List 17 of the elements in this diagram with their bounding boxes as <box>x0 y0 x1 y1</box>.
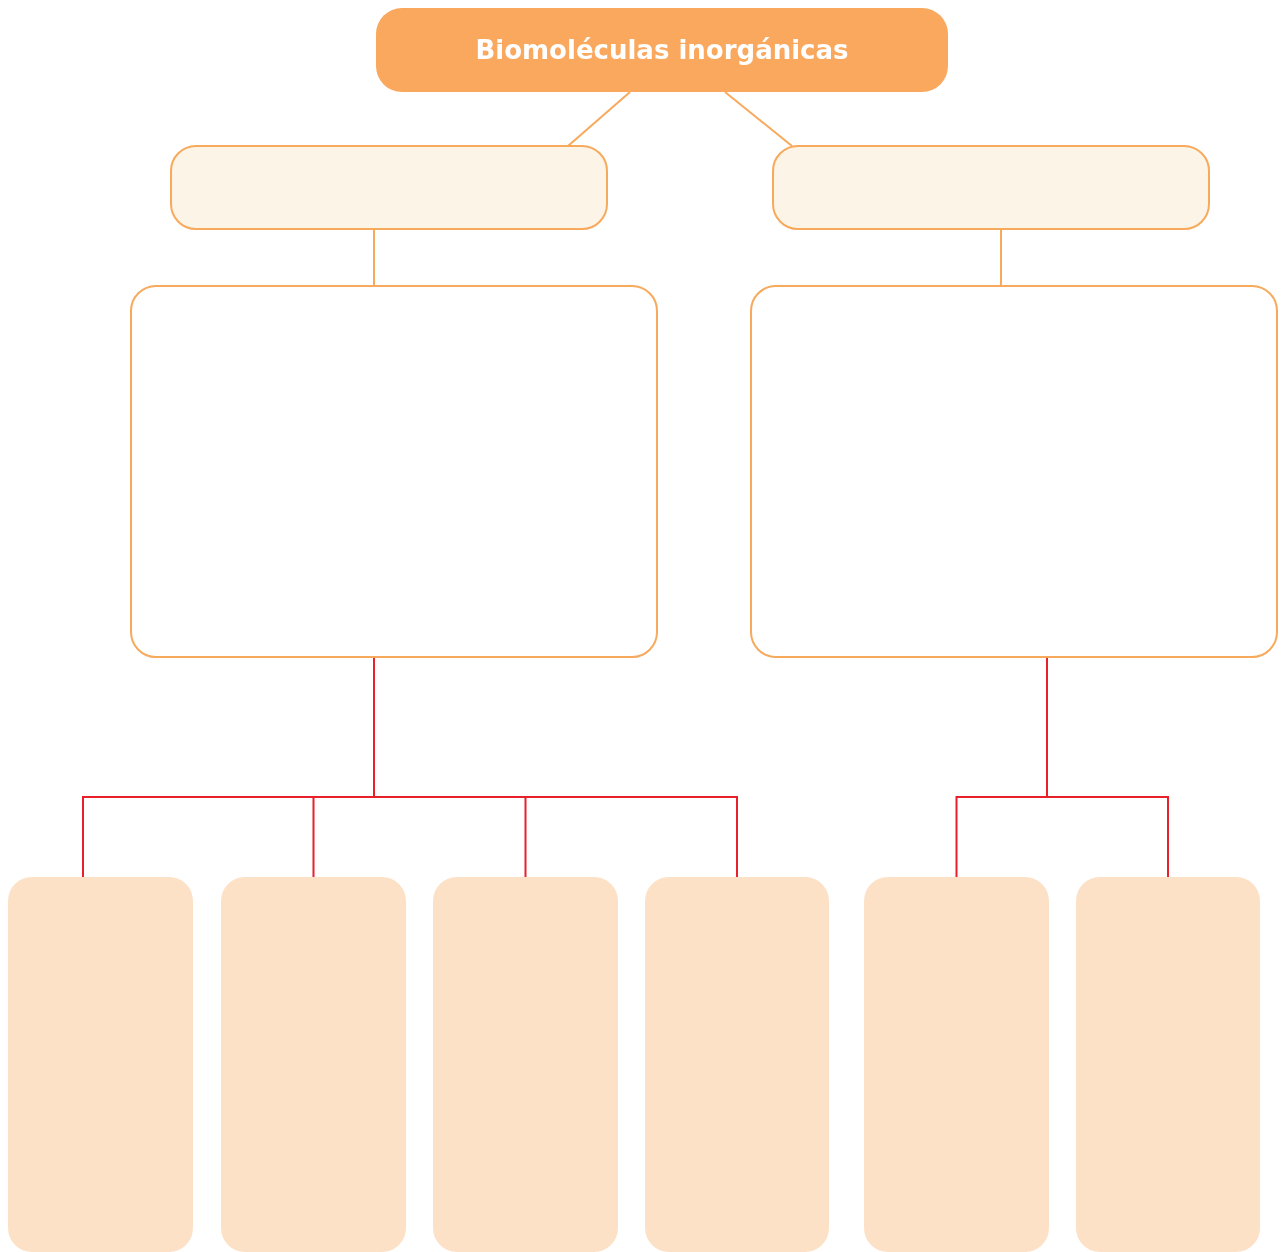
connector-line <box>373 229 375 286</box>
connector-line <box>1000 229 1002 286</box>
empty-card <box>221 877 406 1252</box>
empty-card <box>645 877 829 1252</box>
title-text: Biomoléculas inorgánicas <box>475 35 849 65</box>
empty-card <box>433 877 618 1252</box>
empty-box <box>750 285 1278 658</box>
empty-box <box>130 285 658 658</box>
empty-card <box>1076 877 1260 1252</box>
empty-card <box>864 877 1049 1252</box>
empty-card <box>8 877 193 1252</box>
empty-box <box>170 145 608 230</box>
connector-line <box>1046 657 1169 878</box>
title-box <box>376 8 948 92</box>
connector-line <box>567 91 631 147</box>
empty-box <box>772 145 1210 230</box>
connector-line <box>724 91 793 147</box>
